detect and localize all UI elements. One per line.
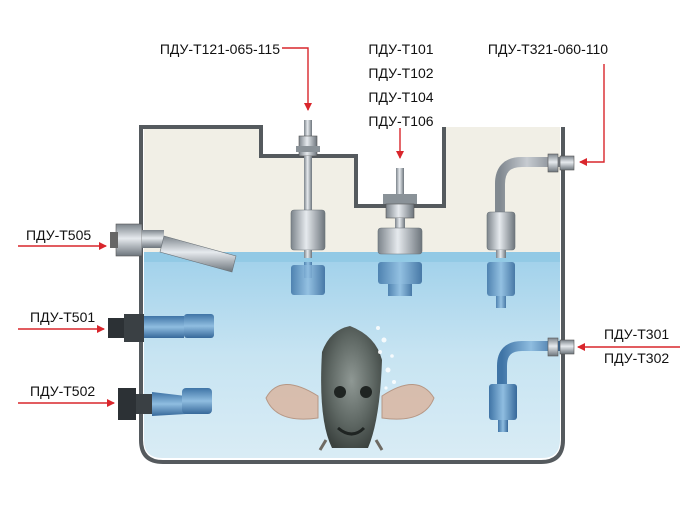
- callout-t121: [282, 47, 312, 111]
- sensor-t501: [108, 314, 214, 342]
- sensor-t321: [486, 153, 575, 308]
- tank-wall: [139, 127, 565, 464]
- label-t301: ПДУ-Т301: [604, 326, 669, 342]
- label-t121: ПДУ-Т121-065-115: [160, 41, 280, 57]
- label-t104: ПДУ-Т104: [368, 89, 433, 105]
- label-t505: ПДУ-Т505: [26, 227, 91, 243]
- label-t102: ПДУ-Т102: [368, 65, 433, 81]
- fish-icon: [265, 326, 435, 451]
- sensor-t301: [489, 337, 575, 432]
- label-t501: ПДУ-Т501: [30, 309, 95, 325]
- sensor-t502: [118, 388, 212, 420]
- label-t101: ПДУ-Т101: [368, 41, 433, 57]
- label-t502: ПДУ-Т502: [30, 383, 95, 399]
- label-t106: ПДУ-Т106: [368, 113, 433, 129]
- label-t302: ПДУ-Т302: [604, 350, 669, 366]
- tank-lid: [139, 125, 446, 208]
- bubble-icon: [376, 326, 396, 390]
- water-surface: [144, 252, 560, 262]
- callout-t321: [579, 64, 605, 166]
- sensor-t505: [110, 223, 237, 273]
- sensor-t121: [290, 120, 326, 295]
- air-region: [144, 127, 560, 252]
- sensor-t101: [377, 168, 423, 296]
- label-t321: ПДУ-Т321-060-110: [488, 41, 608, 57]
